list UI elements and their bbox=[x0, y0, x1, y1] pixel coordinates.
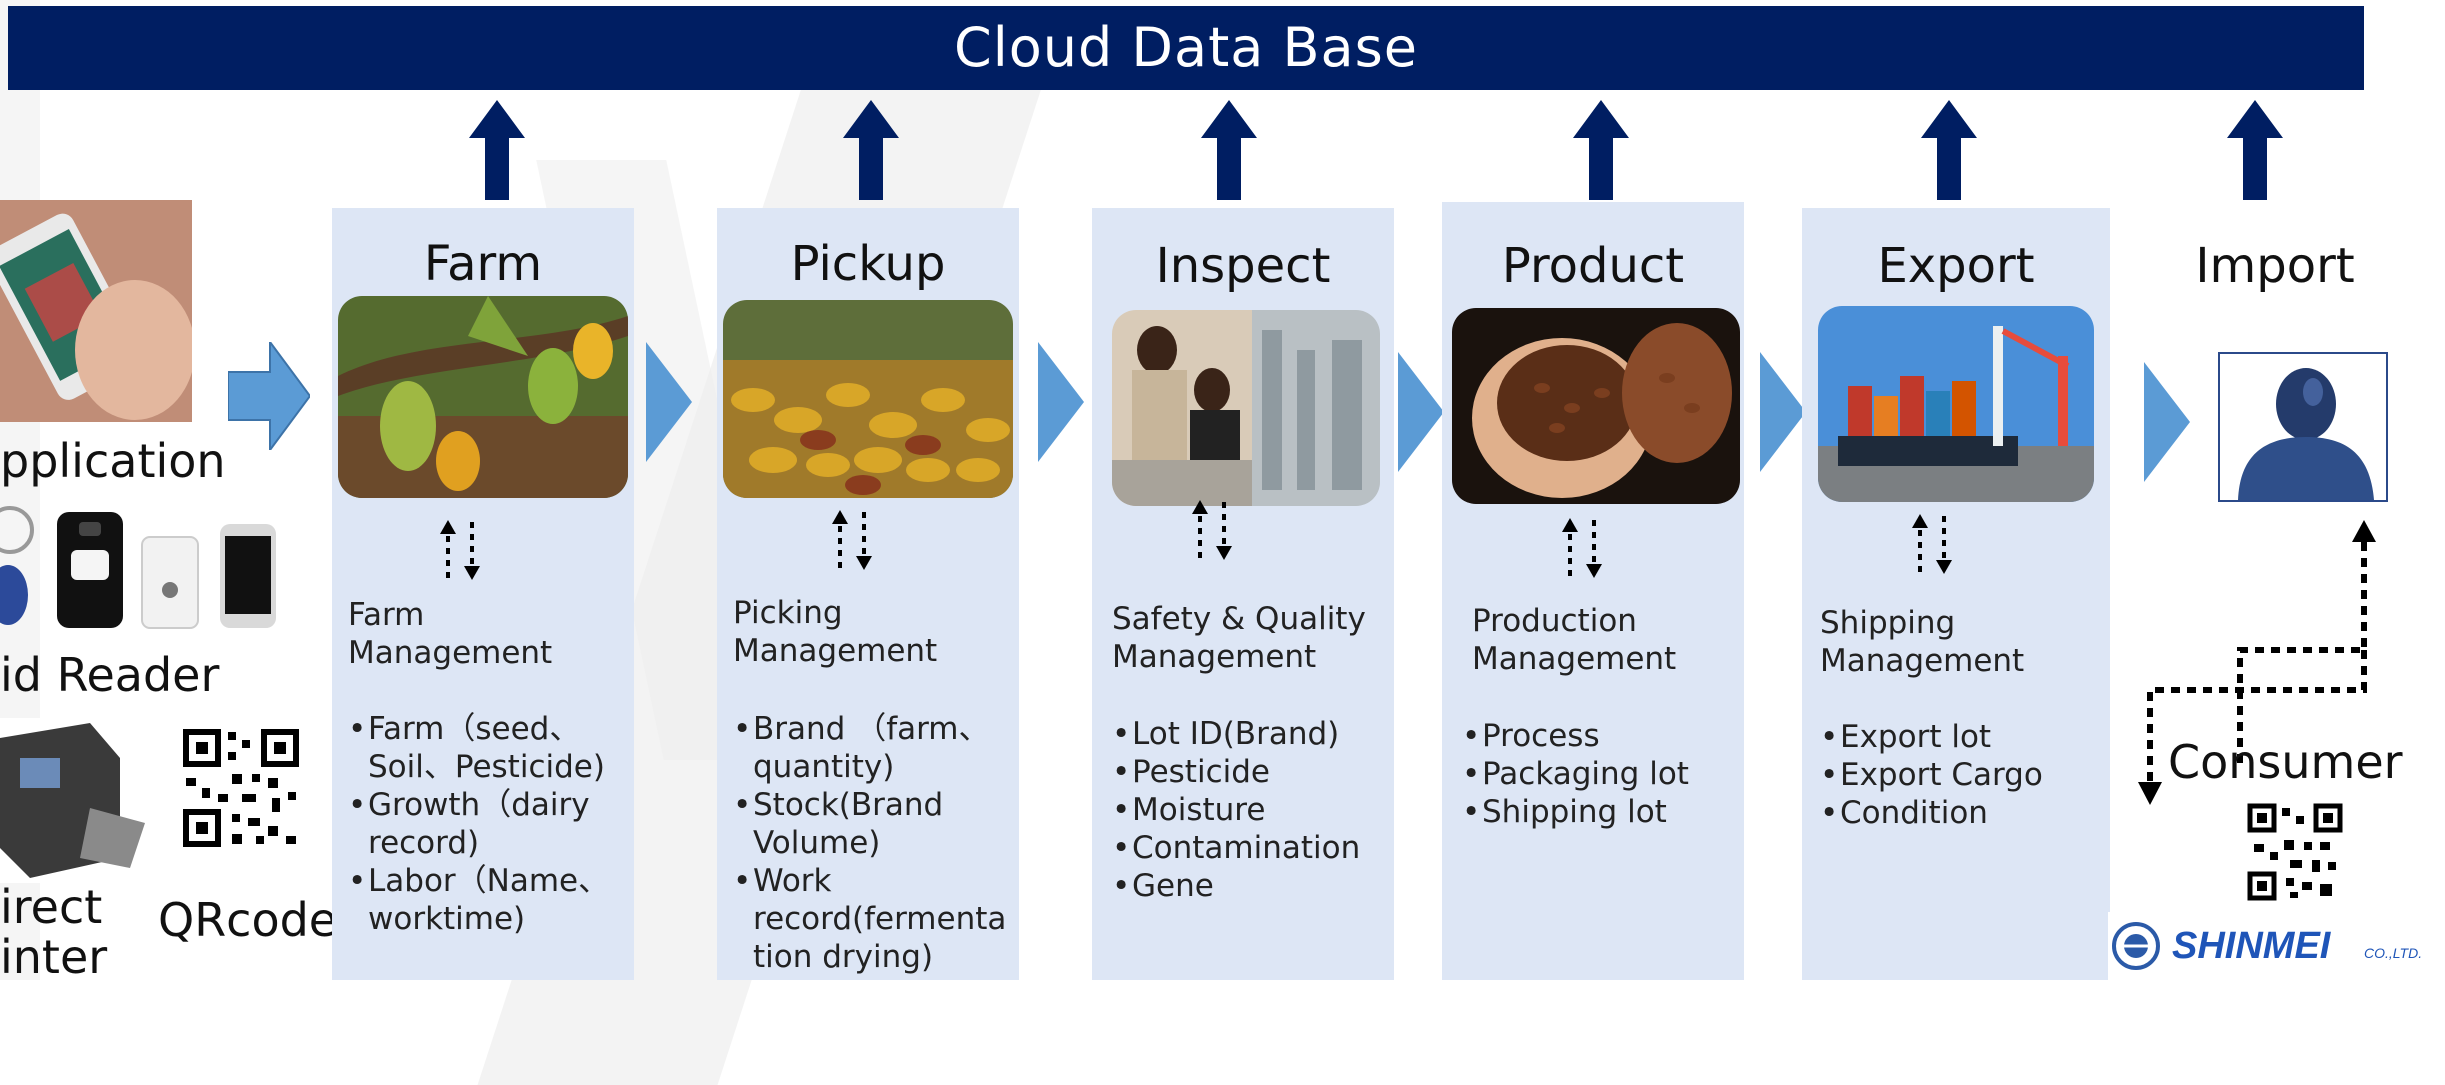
stage-management-inspect: Safety & Quality Management bbox=[1112, 600, 1366, 676]
bullet-item: Farm（seed、 bbox=[348, 710, 609, 748]
flow-chevron-icon bbox=[2144, 362, 2190, 482]
bullet-continuation: worktime) bbox=[368, 901, 526, 937]
bullet-continuation: Soil、Pesticide) bbox=[368, 749, 605, 785]
qrcode-image bbox=[172, 718, 310, 858]
up-arrow-icon bbox=[1199, 100, 1259, 200]
bidirectional-dashed-arrow-icon bbox=[1552, 518, 1612, 578]
bullet-item: Shipping lot bbox=[1462, 793, 1689, 831]
bullet-item: Lot ID(Brand) bbox=[1112, 715, 1360, 753]
dotted-route-arrow-icon bbox=[2130, 520, 2380, 810]
application-label: pplication bbox=[0, 434, 226, 488]
bullet-item: Process bbox=[1462, 717, 1689, 755]
rfid-reader-label: id Reader bbox=[0, 648, 220, 702]
stage-management-pickup: Picking Management bbox=[733, 594, 937, 670]
mgmt-line: Production bbox=[1472, 603, 1637, 639]
stage-management-export: Shipping Management bbox=[1820, 604, 2024, 680]
direct-printer-photo bbox=[0, 718, 145, 883]
stage-title-pickup: Pickup bbox=[790, 236, 946, 292]
consumer-avatar-icon bbox=[2218, 352, 2388, 502]
stage-management-farm: Farm Management bbox=[348, 596, 552, 672]
mgmt-line: Management bbox=[348, 635, 553, 671]
bullet-item: Gene bbox=[1112, 867, 1360, 905]
bullet-item: Growth（dairy bbox=[348, 786, 609, 824]
bullet-item: Stock(Brand bbox=[733, 786, 1006, 824]
stage-title-inspect: Inspect bbox=[1155, 238, 1331, 294]
logo-suffix: CO.,LTD. bbox=[2364, 945, 2422, 961]
bullet-item: Condition bbox=[1820, 794, 2043, 832]
flow-chevron-icon bbox=[1038, 342, 1084, 462]
stage-management-product: Production Management bbox=[1472, 602, 1676, 678]
consumer-label: Consumer bbox=[2168, 735, 2403, 789]
export-photo bbox=[1818, 306, 2094, 502]
bullet-continuation: quantity) bbox=[753, 749, 895, 785]
product-photo bbox=[1452, 308, 1740, 504]
flow-chevron-icon bbox=[646, 342, 692, 462]
inspect-photo bbox=[1112, 310, 1380, 506]
flow-chevron-icon bbox=[1760, 352, 1806, 472]
bidirectional-dashed-arrow-icon bbox=[1902, 514, 1962, 574]
bullet-item: Export Cargo bbox=[1820, 756, 2043, 794]
direct-printer-label-line1: irect bbox=[0, 880, 103, 934]
stage-bullets-farm: Farm（seed、 Soil、Pesticide) Growth（dairy … bbox=[348, 710, 609, 938]
mgmt-line: Picking bbox=[733, 595, 843, 631]
stage-bullets-product: Process Packaging lot Shipping lot bbox=[1462, 717, 1689, 831]
stage-title-import: Import bbox=[2195, 238, 2355, 294]
up-arrow-icon bbox=[467, 100, 527, 200]
rfid-reader-device-icon bbox=[140, 535, 200, 630]
up-arrow-icon bbox=[1571, 100, 1631, 200]
bullet-item: Work bbox=[733, 862, 1006, 900]
stage-title-product: Product bbox=[1501, 238, 1685, 294]
stage-title-farm: Farm bbox=[423, 236, 543, 292]
stage-bullets-inspect: Lot ID(Brand) Pesticide Moisture Contami… bbox=[1112, 715, 1360, 905]
shinmei-logo: SHINMEI CO.,LTD. bbox=[2108, 912, 2445, 980]
bullet-continuation: record) bbox=[368, 825, 480, 861]
direct-printer-label-line2: inter bbox=[0, 930, 108, 984]
pickup-photo bbox=[723, 300, 1013, 498]
mgmt-line: Management bbox=[1472, 641, 1677, 677]
bullet-item: Moisture bbox=[1112, 791, 1360, 829]
up-arrow-icon bbox=[2225, 100, 2285, 200]
smartphone-icon bbox=[218, 522, 278, 630]
bidirectional-dashed-arrow-icon bbox=[822, 510, 882, 570]
mgmt-line: Shipping bbox=[1820, 605, 1956, 641]
logo-text: SHINMEI bbox=[2172, 925, 2332, 967]
smartphone-app-photo bbox=[0, 200, 192, 422]
mgmt-line: Management bbox=[1820, 643, 2025, 679]
cloud-database-banner: Cloud Data Base bbox=[8, 6, 2364, 90]
flow-arrow-icon bbox=[228, 342, 310, 450]
bullet-item: Brand （farm、 bbox=[733, 710, 1006, 748]
mgmt-line: Farm bbox=[348, 597, 425, 633]
bullet-continuation: tion drying) bbox=[753, 939, 934, 975]
stage-bullets-export: Export lot Export Cargo Condition bbox=[1820, 718, 2043, 832]
rfid-reader-case-icon bbox=[55, 510, 125, 630]
mgmt-line: Safety & Quality bbox=[1112, 601, 1366, 637]
mgmt-line: Management bbox=[1112, 639, 1317, 675]
up-arrow-icon bbox=[841, 100, 901, 200]
bullet-item: Pesticide bbox=[1112, 753, 1360, 791]
stage-title-export: Export bbox=[1877, 238, 2035, 294]
consumer-qrcode-image bbox=[2246, 802, 2344, 902]
bullet-item: Packaging lot bbox=[1462, 755, 1689, 793]
bidirectional-dashed-arrow-icon bbox=[430, 520, 490, 580]
bullet-item: Contamination bbox=[1112, 829, 1360, 867]
mgmt-line: Management bbox=[733, 633, 938, 669]
rfid-tag-icon bbox=[0, 505, 40, 625]
bullet-continuation: record(fermenta bbox=[753, 901, 1007, 937]
bullet-item: Export lot bbox=[1820, 718, 2043, 756]
bullet-continuation: Volume) bbox=[753, 825, 881, 861]
farm-photo bbox=[338, 296, 628, 498]
bidirectional-dashed-arrow-icon bbox=[1182, 500, 1242, 560]
bullet-item: Labor（Name、 bbox=[348, 862, 609, 900]
up-arrow-icon bbox=[1919, 100, 1979, 200]
stage-bullets-pickup: Brand （farm、 quantity) Stock(Brand Volum… bbox=[733, 710, 1006, 976]
qrcode-label: QRcode bbox=[158, 893, 338, 947]
flow-chevron-icon bbox=[1398, 352, 1444, 472]
